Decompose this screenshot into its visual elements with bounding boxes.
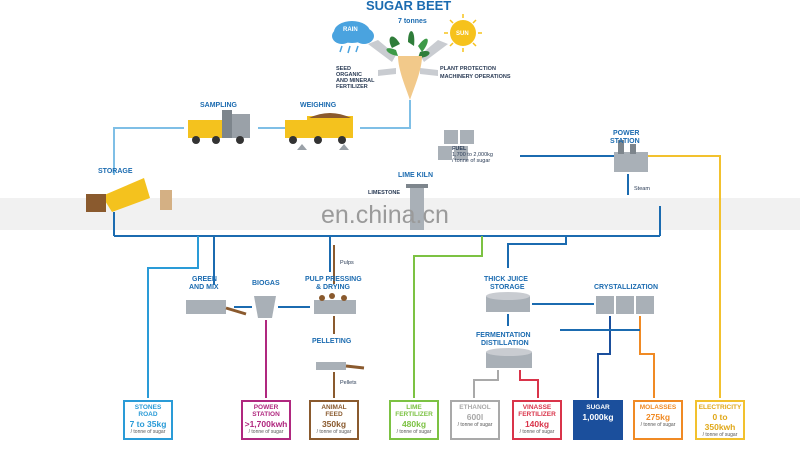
output-value: 7 to 35kg [129, 419, 167, 429]
green-mix-machine-icon [186, 300, 247, 316]
weighing-label: WEIGHING [300, 102, 337, 109]
output-title-1: SUGAR [586, 404, 610, 411]
sun-label: SUN [456, 31, 469, 37]
fuel-barrels-icon [438, 130, 474, 160]
output-title-1: LIME [406, 404, 422, 411]
yield-label: 7 tonnes [398, 18, 427, 25]
output-value: 350kg [321, 419, 347, 429]
steam-label: Steam [634, 186, 650, 192]
sampling-label: SAMPLING [200, 102, 237, 109]
fermentation-label-2: DISTILLATION [481, 340, 529, 347]
output-unit: / tonne of sugar [457, 422, 493, 428]
output-title-2: STATION [252, 411, 280, 418]
input-plant-protection: PLANT PROTECTION [440, 66, 496, 72]
pulp-pressing-label-2: & DRYING [316, 284, 350, 291]
output-unit: / tonne of sugar [640, 422, 676, 428]
pelleting-label: PELLETING [312, 338, 352, 345]
page-title: SUGAR BEET [366, 0, 452, 13]
green-mix-label-1: GREEN [192, 276, 217, 283]
power-station-label-2: STATION [610, 138, 640, 145]
fermentation-tank-icon [486, 348, 532, 368]
crystallization-tanks-icon [596, 296, 654, 314]
input-seed: SEED [336, 66, 351, 72]
thick-juice-label-1: THICK JUICE [484, 276, 528, 283]
rain-label: RAIN [343, 27, 358, 33]
input-organic: ORGANIC [336, 72, 362, 78]
crystallization-label: CRYSTALLIZATION [594, 284, 659, 291]
fuel-amount: 1,700 to 2,000kg [452, 152, 493, 158]
output-value: >1,700kwh [244, 419, 288, 429]
sun-icon [444, 14, 482, 52]
weighing-truck-icon [285, 113, 353, 150]
power-station-label-1: POWER [613, 130, 640, 137]
output-title-1: VINASSE [522, 404, 552, 411]
output-title-1: STONES [134, 404, 162, 411]
biogas-tank-icon [254, 296, 276, 318]
output-value: 140kg [524, 419, 550, 429]
rain-cloud-icon [332, 21, 374, 54]
limestone-label: LIMESTONE [368, 190, 400, 196]
output-title-2: FERTILIZER [518, 411, 556, 418]
output-value: 480kg [401, 419, 427, 429]
fuel-unit: / tonne of sugar [452, 158, 491, 164]
thick-juice-label-2: STORAGE [490, 284, 525, 291]
fermentation-label-1: FERMENTATION [476, 332, 531, 339]
sampling-truck-icon [188, 110, 250, 144]
output-title-1: ELECTRICITY [698, 404, 742, 411]
output-unit: / tonne of sugar [702, 432, 738, 438]
lime-fertilizer-line [413, 236, 483, 398]
pulp-press-icon [314, 293, 356, 314]
electricity-line [648, 155, 721, 398]
watermark: en.china.cn [321, 201, 449, 229]
output-value: 600l [466, 412, 484, 422]
lime-kiln-icon [406, 184, 428, 230]
power-station-icon [614, 140, 648, 172]
output-unit: / tonne of sugar [316, 429, 352, 435]
output-unit: / tonne of sugar [519, 429, 555, 435]
input-mineral: AND MINERAL [336, 78, 375, 84]
input-fertilizer: FERTILIZER [336, 84, 368, 90]
output-title-1: POWER [253, 404, 279, 411]
output-value: 0 to 350kwh [704, 412, 736, 432]
green-mix-label-2: AND MIX [189, 284, 219, 291]
output-sugar: SUGAR 1,000kg [573, 400, 623, 440]
output-ethanol: ETHANOL 600l / tonne of sugar [450, 400, 500, 440]
storage-label: STORAGE [98, 168, 133, 175]
output-title-2: ROAD [138, 411, 158, 418]
input-arrows [368, 40, 448, 76]
thick-juice-tanks-icon [486, 292, 530, 312]
output-title-2: FEED [325, 411, 343, 418]
output-stones-road: STONES ROAD 7 to 35kg / tonne of sugar [123, 400, 173, 440]
storage-pile-icon [86, 178, 172, 212]
output-lime-fertilizer: LIME FERTILIZER 480kg / tonne of sugar [389, 400, 439, 440]
biogas-label: BIOGAS [252, 280, 280, 287]
output-molasses: MOLASSES 275kg / tonne of sugar [633, 400, 683, 440]
lime-kiln-label: LIME KILN [398, 172, 433, 179]
sugar-beet-icon [386, 31, 430, 100]
pelleting-machine-icon [316, 362, 365, 370]
output-unit: / tonne of sugar [248, 429, 284, 435]
pulp-pressing-label-1: PULP PRESSING [305, 276, 362, 283]
output-title-1: MOLASSES [639, 404, 677, 411]
pellets-label: Pellets [340, 380, 357, 386]
output-unit: / tonne of sugar [396, 429, 432, 435]
output-title-2: FERTILIZER [395, 411, 433, 418]
output-unit: / tonne of sugar [130, 429, 166, 435]
fuel-label: FUEL [452, 146, 467, 152]
output-power-station: POWER STATION >1,700kwh / tonne of sugar [241, 400, 291, 440]
pulps-label: Pulps [340, 260, 354, 266]
output-value: 275kg [645, 412, 671, 422]
output-animal-feed: ANIMAL FEED 350kg / tonne of sugar [309, 400, 359, 440]
output-title-1: ETHANOL [459, 404, 491, 411]
output-vinasse-fertilizer: VINASSE FERTILIZER 140kg / tonne of suga… [512, 400, 562, 440]
input-machinery: MACHINERY OPERATIONS [440, 74, 511, 80]
output-electricity: ELECTRICITY 0 to 350kwh / tonne of sugar [695, 400, 745, 440]
output-title-1: ANIMAL [321, 404, 347, 411]
output-value: 1,000kg [582, 412, 614, 422]
